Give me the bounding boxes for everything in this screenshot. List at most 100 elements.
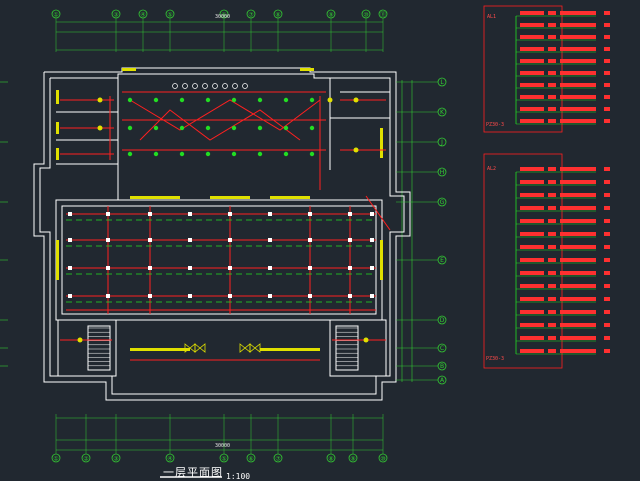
ceiling-light [228, 238, 232, 242]
axis-bubble-right: H [396, 167, 447, 177]
phase-label-bar [548, 310, 556, 314]
ceiling-light [308, 212, 312, 216]
cable-label-bar [560, 23, 596, 27]
breaker-label-bar [520, 47, 544, 51]
phase-label-bar [548, 193, 556, 197]
phase-label-bar [548, 59, 556, 63]
cable-label-bar [560, 245, 596, 249]
svg-text:D: D [440, 317, 445, 324]
load-label-bar [604, 107, 610, 111]
cable-label-bar [560, 219, 596, 223]
exit-light-icon [249, 343, 261, 353]
light-fixture-icon [231, 151, 237, 157]
svg-text:⑩: ⑩ [363, 12, 368, 19]
right-axis-guides [401, 80, 413, 382]
cable-label-bar [560, 167, 596, 171]
phase-label-bar [548, 219, 556, 223]
fixture-ring-icon [232, 83, 238, 89]
light-fixtures [68, 83, 374, 353]
ceiling-light [188, 238, 192, 242]
fixture-ring-icon [242, 83, 248, 89]
cable-label-bar [560, 71, 596, 75]
svg-text:⑤: ⑤ [167, 12, 172, 19]
load-label-bar [604, 219, 610, 223]
ceiling-light [106, 212, 110, 216]
axis-bubble-bottom: ⑥ [246, 453, 256, 463]
svg-text:B: B [440, 363, 444, 370]
wall-sconce-icon [97, 97, 103, 103]
ceiling-light [308, 294, 312, 298]
light-fixture-icon [179, 97, 185, 103]
light-fixture-icon [153, 125, 159, 131]
ceiling-light [106, 266, 110, 270]
wall-sconce-icon [77, 337, 83, 343]
breaker-label-bar [520, 167, 544, 171]
svg-text:④: ④ [167, 456, 172, 463]
svg-text:①: ① [53, 12, 58, 19]
axis-bubble-top: ⑤ [165, 9, 175, 19]
lighting-wiring [60, 91, 391, 361]
breaker-label-bar [520, 95, 544, 99]
svg-text:J: J [440, 139, 443, 146]
breaker-label-bar [520, 310, 544, 314]
breaker-label-bar [520, 119, 544, 123]
phase-label-bar [548, 95, 556, 99]
svg-text:⑦: ⑦ [248, 12, 254, 19]
load-label-bar [604, 206, 610, 210]
axis-bubble-bottom: ⑤ [219, 453, 229, 463]
load-label-bar [604, 284, 610, 288]
axis-bubble-right: J [396, 137, 447, 147]
breaker-label-bar [520, 232, 544, 236]
svg-text:④: ④ [140, 12, 145, 19]
axis-bubble-bottom: ④ [165, 453, 175, 463]
ceiling-light [148, 238, 152, 242]
ceiling-light [370, 266, 374, 270]
load-label-bar [604, 35, 610, 39]
phase-label-bar [548, 284, 556, 288]
top-dimension-lines [56, 21, 383, 51]
light-fixture-icon [257, 151, 263, 157]
building-walls [33, 67, 411, 401]
ceiling-light [228, 294, 232, 298]
cable-label-bar [560, 336, 596, 340]
cable-label-bar [560, 180, 596, 184]
light-fixture-icon [153, 97, 159, 103]
svg-text:K: K [440, 109, 445, 116]
light-fixture-icon [309, 125, 315, 131]
top-total-dimension: 30000 [215, 14, 231, 20]
ceiling-light [188, 294, 192, 298]
axis-bubble-top: ⑨ [326, 9, 336, 19]
cable-label-bar [560, 83, 596, 87]
load-label-bar [604, 167, 610, 171]
cable-label-bar [560, 284, 596, 288]
load-label-bar [604, 119, 610, 123]
axis-bubble-bottom: ③ [111, 453, 121, 463]
breaker-label-bar [520, 219, 544, 223]
load-label-bar [604, 245, 610, 249]
ceiling-light [268, 294, 272, 298]
light-fixture-icon [127, 151, 133, 157]
window-accents [56, 68, 383, 351]
cable-label-bar [560, 119, 596, 123]
phase-label-bar [548, 180, 556, 184]
cable-label-bar [560, 95, 596, 99]
fixture-ring-icon [222, 83, 228, 89]
axis-bubble-bottom: ⑩ [378, 453, 388, 463]
svg-text:⑨: ⑨ [350, 456, 355, 463]
cable-label-bar [560, 35, 596, 39]
ceiling-light [348, 238, 352, 242]
light-fixture-icon [179, 151, 185, 157]
axis-bubble-top: ⑥ [219, 9, 229, 19]
cable-label-bar [560, 310, 596, 314]
exit-light-icon [194, 343, 206, 353]
load-label-bar [604, 349, 610, 353]
light-fixture-icon [283, 151, 289, 157]
ceiling-light [308, 266, 312, 270]
drawing-title: 一层平面图 [163, 466, 223, 479]
panel-upper-name: AL1 [487, 14, 497, 20]
axis-bubble-top: ④ [138, 9, 148, 19]
load-label-bar [604, 193, 610, 197]
bottom-total-dimension: 30000 [215, 443, 231, 449]
